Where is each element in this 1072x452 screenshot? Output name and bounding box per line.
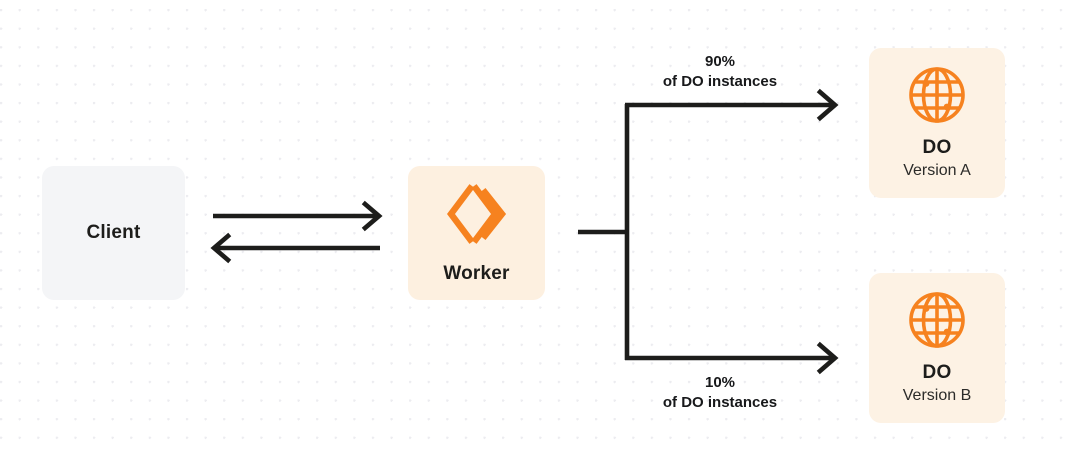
edge-label-do-b-percent: 10% bbox=[704, 374, 736, 391]
node-do-a-version: Version A bbox=[903, 161, 971, 179]
edge-label-do-b: 10% of DO instances bbox=[592, 373, 848, 413]
node-do-version-b[interactable]: DO Version B bbox=[869, 273, 1005, 423]
edge-label-do-a: 90% of DO instances bbox=[592, 52, 848, 92]
arrow-worker-to-do-a-head bbox=[816, 88, 839, 122]
node-client-label: Client bbox=[86, 222, 141, 244]
durable-object-globe-icon bbox=[907, 290, 967, 350]
durable-object-globe-icon bbox=[907, 65, 967, 125]
arrow-worker-to-client-head bbox=[210, 232, 232, 264]
node-do-b-label: DO bbox=[922, 361, 952, 383]
edge-label-do-b-description: of DO instances bbox=[662, 393, 778, 411]
node-worker-label: Worker bbox=[443, 263, 510, 285]
node-worker[interactable]: Worker bbox=[408, 166, 545, 300]
node-do-version-a[interactable]: DO Version A bbox=[869, 48, 1005, 198]
arrow-worker-to-do-b-head bbox=[816, 341, 839, 375]
arrow-client-to-worker-head bbox=[361, 200, 383, 232]
node-do-b-version: Version B bbox=[902, 386, 972, 404]
edge-label-do-a-description: of DO instances bbox=[662, 72, 778, 90]
node-do-a-label: DO bbox=[922, 136, 952, 158]
cloudflare-workers-icon bbox=[446, 181, 508, 247]
edge-label-do-a-percent: 90% bbox=[704, 53, 736, 70]
node-client[interactable]: Client bbox=[42, 166, 185, 300]
